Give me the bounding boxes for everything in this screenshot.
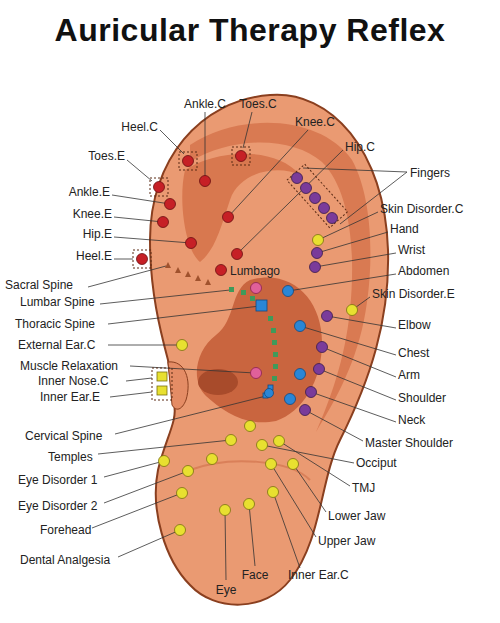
part-label: Muscle Relaxation: [20, 359, 118, 373]
part-label: Inner Nose.C: [38, 374, 109, 388]
part-label: Forehead: [40, 523, 91, 537]
part-label: Wrist: [398, 243, 425, 257]
part-label: Skin Disorder.C: [380, 202, 463, 216]
part-label: Heel.E: [76, 249, 112, 263]
part-label: Heel.C: [121, 120, 158, 134]
red-points: [137, 151, 247, 276]
part-label: Occiput: [356, 456, 397, 470]
part-label: Chest: [398, 346, 429, 360]
part-label: TMJ: [352, 481, 375, 495]
part-label: Shoulder: [398, 391, 446, 405]
part-label: Eye: [216, 583, 237, 597]
diagram-title: Auricular Therapy Reflex: [0, 12, 500, 49]
part-label: Eye Disorder 2: [18, 499, 97, 513]
part-label: Eye Disorder 1: [18, 473, 97, 487]
part-label: Hip.E: [83, 227, 112, 241]
part-label: Knee.E: [73, 207, 112, 221]
part-label: Dental Analgesia: [20, 553, 110, 567]
part-label: Lumbago: [230, 264, 280, 278]
part-label: Arm: [398, 368, 420, 382]
part-label: Abdomen: [398, 264, 449, 278]
part-label: External Ear.C: [18, 338, 95, 352]
part-label: Face: [242, 568, 269, 582]
part-label: Hand: [390, 222, 419, 236]
part-label: Neck: [398, 413, 425, 427]
part-label: Ankle.E: [69, 185, 110, 199]
part-label: Ankle.C: [184, 97, 226, 111]
part-label: Upper Jaw: [318, 534, 375, 548]
part-label: Fingers: [410, 166, 450, 180]
part-label: Master Shoulder: [365, 436, 453, 450]
part-label: Temples: [48, 450, 93, 464]
leader-lines: [88, 112, 407, 580]
part-label: Sacral Spine: [5, 278, 73, 292]
part-label: Skin Disorder.E: [372, 287, 455, 301]
part-label: Toes.E: [88, 149, 125, 163]
part-label: Toes.C: [239, 97, 276, 111]
part-label: Elbow: [398, 318, 431, 332]
spine-triangles: [165, 262, 211, 285]
part-label: Thoracic Spine: [15, 317, 95, 331]
part-label: Hip.C: [345, 140, 375, 154]
part-label: Lower Jaw: [328, 509, 385, 523]
spine-squares: [229, 287, 278, 381]
blue-points: [256, 286, 306, 405]
yellow-points: [157, 235, 358, 536]
ear-shape: [150, 95, 388, 605]
part-label: Lumbar Spine: [20, 295, 95, 309]
part-label: Inner Ear.C: [288, 568, 349, 582]
pink-points: [251, 283, 262, 379]
part-label: Inner Ear.E: [40, 390, 100, 404]
purple-points: [292, 173, 338, 416]
part-label: Knee.C: [295, 115, 335, 129]
part-label: Cervical Spine: [25, 429, 102, 443]
dotted-box: [133, 147, 348, 400]
